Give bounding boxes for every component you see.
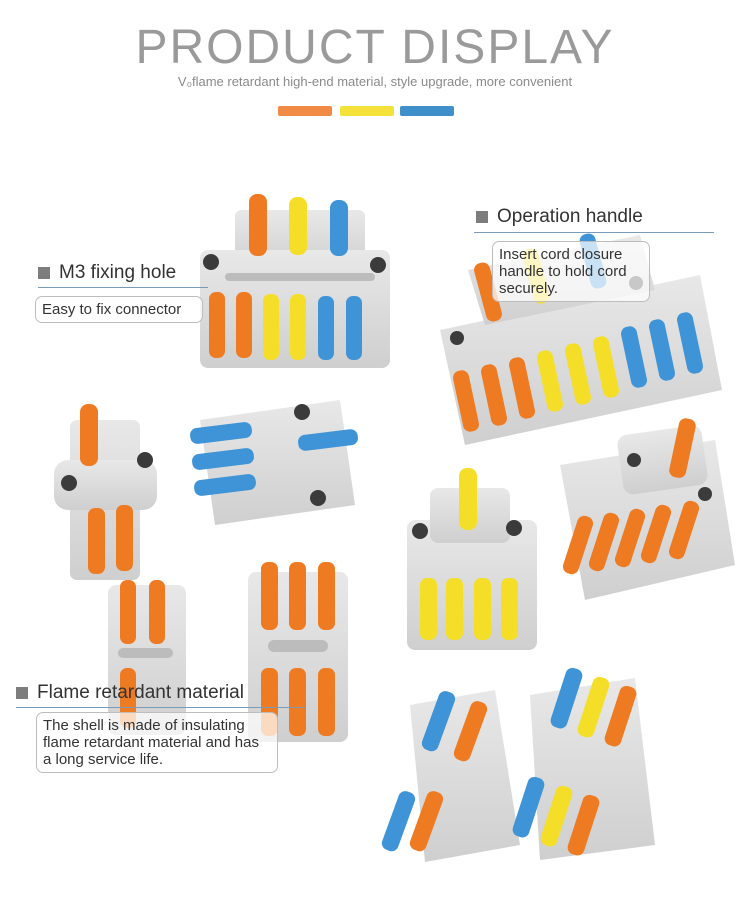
connector-center-yellow [407, 468, 537, 650]
connector-top-center [200, 194, 390, 368]
flame-title-text: Flame retardant material [37, 682, 244, 703]
yellow-swatch [340, 106, 394, 116]
connector-left-lower [108, 580, 186, 735]
connector-bottom-right [512, 667, 655, 860]
page-subtitle: V₀flame retardant high-end material, sty… [177, 74, 573, 89]
handle-rule [474, 232, 714, 233]
m3-callout-text: Easy to fix connector [35, 296, 203, 323]
connector-horizontal-blue [190, 400, 358, 525]
handle-callout-text: Insert cord closure handle to hold cord … [492, 241, 650, 302]
connector-right-middle [560, 418, 735, 600]
m3-rule [38, 287, 208, 288]
connector-bottom-blue-orange [381, 690, 520, 862]
m3-title-text: M3 fixing hole [59, 262, 177, 283]
blue-swatch [400, 106, 454, 116]
handle-callout-title: Operation handle [476, 206, 643, 228]
page-title: PRODUCT DISPLAY [135, 21, 615, 74]
orange-swatch [278, 106, 332, 116]
handle-title-text: Operation handle [497, 206, 643, 227]
bullet-square-icon [476, 211, 488, 223]
bullet-square-icon [16, 687, 28, 699]
m3-callout-title: M3 fixing hole [38, 262, 176, 284]
flame-callout-title: Flame retardant material [16, 682, 244, 704]
bullet-square-icon [38, 267, 50, 279]
flame-rule [16, 707, 306, 708]
connector-left-middle [54, 404, 157, 580]
connector-center-lower [248, 562, 348, 742]
flame-callout-text: The shell is made of insulating flame re… [36, 712, 278, 773]
